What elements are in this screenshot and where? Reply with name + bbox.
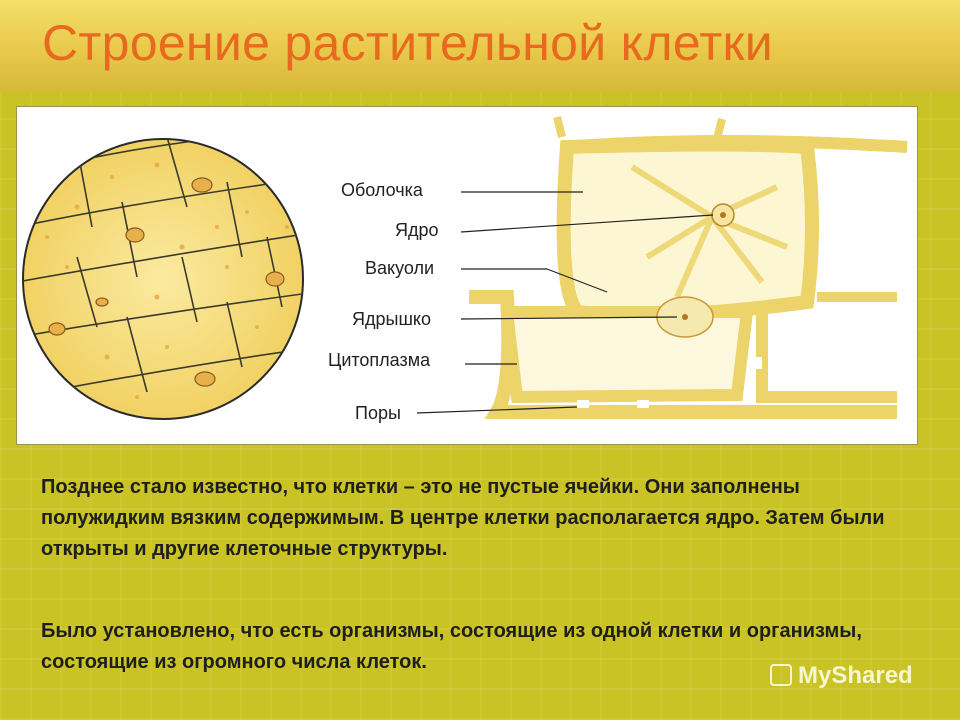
cell-diagram-svg (22, 116, 908, 420)
enlarged-cells (469, 116, 908, 419)
body-paragraph-2: Было установлено, что есть организмы, со… (41, 620, 862, 673)
slide-title: Строение растительной клетки (42, 15, 773, 71)
label-yadryshko: Ядрышко (352, 309, 431, 329)
label-tsitoplazma: Цитоплазма (328, 350, 431, 370)
label-yadro: Ядро (395, 220, 439, 240)
watermark-logo-icon (770, 664, 792, 686)
watermark: MyShared (770, 662, 913, 690)
microscope-view (22, 138, 304, 420)
watermark-text: MyShared (798, 662, 913, 689)
label-vakuoli: Вакуоли (365, 258, 435, 278)
body-paragraph-1: Позднее стало известно, что клетки – это… (41, 476, 885, 560)
label-obolochka: Оболочка (341, 180, 423, 200)
title-band (0, 0, 960, 92)
label-pory: Поры (355, 403, 401, 423)
leader-lines (416, 191, 714, 414)
cell-diagram-figure: Оболочка Ядро Вакуоли Ядрышко Цитоплазма… (16, 106, 918, 445)
